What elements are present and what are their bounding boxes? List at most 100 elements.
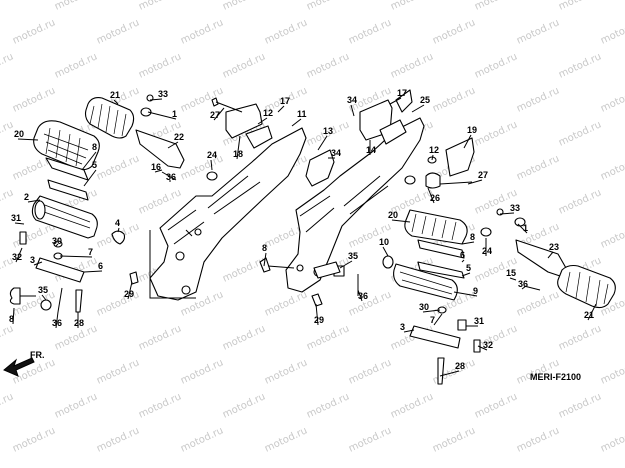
watermark-text: motod.ru <box>347 425 393 454</box>
callout-leader-line <box>147 111 177 120</box>
callout-leader-line <box>127 281 133 300</box>
watermark-text: motod.ru <box>179 425 225 454</box>
watermark-text: motod.ru <box>179 153 225 182</box>
callout-leader-line <box>33 261 43 266</box>
watermark-text: motod.ru <box>599 357 625 386</box>
watermark-text: motod.ru <box>53 391 99 420</box>
watermark-text: motod.ru <box>305 51 351 80</box>
watermark-text: motod.ru <box>263 357 309 386</box>
watermark-text: motod.ru <box>263 17 309 46</box>
watermark-text: motod.ru <box>221 255 267 284</box>
callout-label: 3 <box>400 322 405 332</box>
callout-label: 3 <box>30 255 35 265</box>
watermark-text: motod.ru <box>53 0 99 13</box>
callout-leader-line <box>461 241 475 245</box>
callout-leader-line <box>350 104 355 117</box>
watermark-text: motod.ru <box>305 323 351 352</box>
watermark-text: motod.ru <box>95 425 141 454</box>
watermark-text: motod.ru <box>95 17 141 46</box>
right-main-bracket <box>285 89 475 293</box>
watermark-text: motod.ru <box>473 391 519 420</box>
watermark-text: motod.ru <box>263 289 309 318</box>
callout-leader-line <box>213 107 225 121</box>
callout-leader-line <box>499 212 515 215</box>
callout-label: 17 <box>397 88 407 98</box>
passenger-hanger-right <box>480 208 616 309</box>
callout-leader-line <box>277 105 285 113</box>
watermark-text: motod.ru <box>557 187 603 216</box>
callout-leader-line <box>83 270 103 273</box>
callout-label: 17 <box>280 96 290 106</box>
callout-leader-line <box>167 141 179 149</box>
watermark-text: motod.ru <box>473 119 519 148</box>
callout-label: 36 <box>166 172 176 182</box>
watermark-text: motod.ru <box>263 425 309 454</box>
callout-label: 33 <box>158 89 168 99</box>
callout-leader-line <box>339 260 353 269</box>
callout-leader-line <box>236 135 241 160</box>
callout-label: 30 <box>419 302 429 312</box>
watermark-text: motod.ru <box>0 391 15 420</box>
callout-label: 7 <box>430 315 435 325</box>
callout-leader-line <box>315 303 319 326</box>
callout-label: 8 <box>92 142 97 152</box>
callout-label: 31 <box>474 316 484 326</box>
callout-leader-line <box>41 294 47 301</box>
callout-label: 23 <box>549 242 559 252</box>
callout-label: 36 <box>358 291 368 301</box>
callout-label: 1 <box>523 223 528 233</box>
callout-label: 30 <box>52 236 62 246</box>
watermark-text: motod.ru <box>347 357 393 386</box>
watermark-text: motod.ru <box>95 153 141 182</box>
callout-label: 10 <box>379 237 389 247</box>
watermark-text: motod.ru <box>515 153 561 182</box>
callout-leader-line <box>517 223 528 234</box>
watermark-text: motod.ru <box>53 51 99 80</box>
watermark-text: motod.ru <box>137 0 183 13</box>
watermark-text: motod.ru <box>95 357 141 386</box>
callout-label: 36 <box>52 318 62 328</box>
callout-label: 20 <box>388 210 398 220</box>
watermark-text: motod.ru <box>557 51 603 80</box>
watermark-text: motod.ru <box>347 17 393 46</box>
callout-leader-line <box>257 117 268 125</box>
callout-label: 35 <box>348 251 358 261</box>
callout-label: 29 <box>314 315 324 325</box>
callout-leader-line <box>477 345 488 351</box>
watermark-text: motod.ru <box>137 391 183 420</box>
bolt-27-left <box>211 97 243 113</box>
left-footpeg-rubber <box>33 120 100 171</box>
watermark-text: motod.ru <box>11 17 57 46</box>
callout-label: 36 <box>518 279 528 289</box>
watermark-text: motod.ru <box>473 51 519 80</box>
callout-label: 16 <box>151 162 161 172</box>
callout-label: 20 <box>14 129 24 139</box>
callout-leader-line <box>83 169 97 187</box>
watermark-text: motod.ru <box>389 51 435 80</box>
callout-leader-line <box>431 154 434 161</box>
callout-leader-line <box>463 134 472 149</box>
callout-leader-line <box>117 227 120 233</box>
callout-leader-line <box>81 151 97 171</box>
callout-label: 35 <box>38 285 48 295</box>
right-footpeg-assembly <box>129 209 481 385</box>
watermark-text: motod.ru <box>179 17 225 46</box>
front-direction-label: FR. <box>30 350 45 360</box>
callout-label: 8 <box>262 243 267 253</box>
callout-leader-line <box>149 98 163 101</box>
callout-leader-line <box>291 118 302 127</box>
callout-leader-line <box>113 99 119 105</box>
callout-label: 28 <box>455 361 465 371</box>
callout-leader-line <box>263 252 267 267</box>
callout-label: 33 <box>510 203 520 213</box>
watermark-text: motod.ru <box>0 51 15 80</box>
watermark-text: motod.ru <box>557 119 603 148</box>
callout-leader-line <box>433 313 443 326</box>
callout-leader-line <box>422 309 441 313</box>
callout-label: 18 <box>233 149 243 159</box>
watermark-text: motod.ru <box>0 323 15 352</box>
watermark-text: motod.ru <box>389 391 435 420</box>
watermark-text: motod.ru <box>557 391 603 420</box>
leader-lines <box>12 97 597 377</box>
watermark-text: motod.ru <box>431 85 477 114</box>
